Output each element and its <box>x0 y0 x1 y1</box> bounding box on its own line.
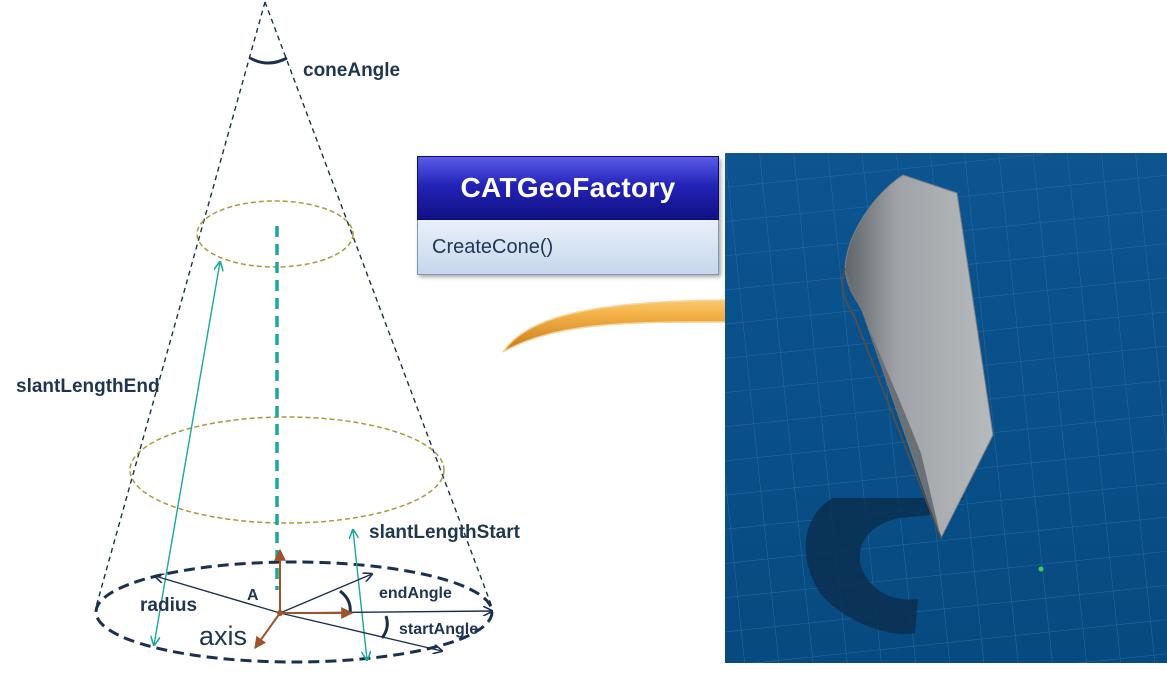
cone-surface-inner <box>845 268 941 538</box>
class-name: CATGeoFactory <box>417 156 719 220</box>
radius-vector <box>155 576 281 614</box>
point-a-label: A <box>247 587 259 604</box>
end-angle-arc <box>339 589 352 615</box>
upper-section-ellipse <box>196 200 354 268</box>
radius-label: radius <box>140 595 197 616</box>
slant-length-start-label: slantLengthStart <box>369 522 521 543</box>
cone-angle-arc <box>249 56 288 65</box>
slant-length-start-arrow <box>353 530 367 660</box>
cone-right-edge <box>264 1 493 608</box>
middle-section-ellipse <box>129 416 445 524</box>
class-method: CreateCone() <box>417 220 719 275</box>
end-angle-vector <box>279 574 372 614</box>
origin-point-a <box>277 610 283 616</box>
3d-viewport[interactable] <box>725 153 1167 663</box>
slant-length-end-arrow <box>154 262 220 645</box>
start-angle-arc <box>380 615 389 639</box>
local-axis-y <box>254 612 281 649</box>
cone-angle-label: coneAngle <box>303 60 400 81</box>
origin-marker <box>1038 566 1044 572</box>
cone-surface-shadow <box>805 498 965 634</box>
end-angle-label: endAngle <box>379 585 452 602</box>
axis-label: axis <box>199 621 247 651</box>
cone-surface-edge <box>841 267 942 539</box>
slant-length-end-label: slantLengthEnd <box>16 376 160 397</box>
start-angle-label: startAngle <box>399 621 478 638</box>
start-angle-vector <box>279 612 442 651</box>
cone-left-edge <box>95 1 266 608</box>
class-box: CATGeoFactory CreateCone() <box>417 156 719 275</box>
